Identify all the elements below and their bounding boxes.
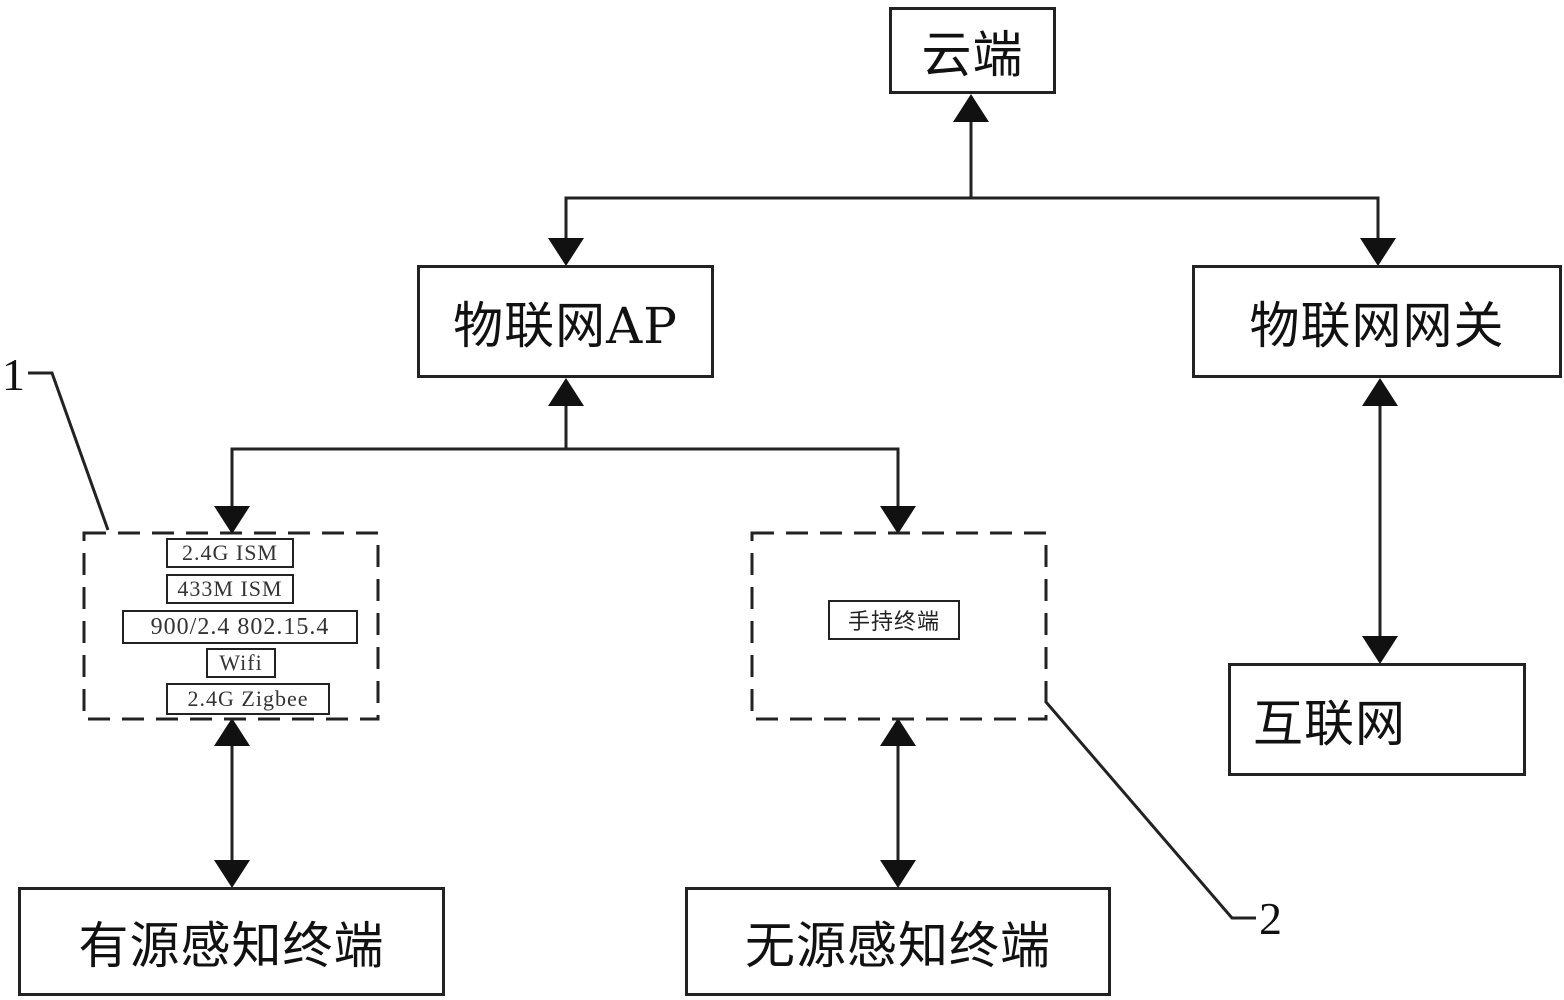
protocol-chip: 2.4G ISM (166, 538, 294, 568)
arrowhead-ap-bottom (548, 378, 584, 406)
arrowhead-internet-top (1362, 636, 1398, 664)
node-iot-gateway-label: 物联网网关 (1249, 296, 1505, 355)
node-internet-label: 互联网 (1253, 694, 1406, 753)
ap-bus-line (230, 447, 900, 508)
cloud-bus-line (564, 196, 1380, 240)
leader-line-1 (28, 371, 110, 531)
group-1-protocols: 2.4G ISM 433M ISM 900/2.4 802.15.4 Wifi … (84, 533, 378, 719)
arrowhead-gateway-bottom (1362, 378, 1398, 406)
handheld-terminal-label: 手持终端 (847, 610, 940, 635)
group-1-dashed-border (82, 531, 380, 721)
node-cloud: 云端 (889, 7, 1056, 94)
node-iot-ap-label: 物联网AP (453, 296, 678, 355)
node-active-terminal: 有源感知终端 (18, 887, 445, 996)
protocol-chip: 2.4G Zigbee (166, 683, 330, 715)
node-iot-ap: 物联网AP (417, 265, 714, 378)
node-passive-terminal-label: 无源感知终端 (745, 916, 1051, 975)
reference-numeral-1: 1 (2, 349, 25, 400)
node-internet: 互联网 (1228, 663, 1526, 776)
node-iot-gateway: 物联网网关 (1192, 265, 1562, 378)
protocol-label: 2.4G Zigbee (187, 686, 309, 711)
arrowhead-group2-bottom (880, 718, 916, 746)
protocol-chip: 433M ISM (166, 574, 294, 604)
arrowhead-group1-bottom (214, 718, 250, 746)
group-2-dashed-border (750, 531, 1048, 721)
node-active-terminal-label: 有源感知终端 (78, 916, 385, 975)
node-passive-terminal: 无源感知终端 (685, 887, 1111, 996)
protocol-label: 900/2.4 802.15.4 (150, 613, 330, 640)
arrowhead-gateway-top (1360, 238, 1396, 266)
arrowhead-group1-top (214, 506, 250, 534)
protocol-label: Wifi (219, 650, 263, 675)
arrowhead-active-top (214, 860, 250, 888)
protocol-chip: 900/2.4 802.15.4 (122, 610, 358, 644)
protocol-label: 2.4G ISM (181, 540, 278, 565)
protocol-chip: Wifi (206, 648, 276, 678)
reference-numeral-2: 2 (1259, 893, 1282, 944)
node-cloud-label: 云端 (921, 25, 1024, 84)
arrowhead-ap-top (548, 238, 584, 266)
group-2-handheld: 手持终端 (752, 533, 1046, 719)
leader-line-2 (1044, 701, 1256, 920)
protocol-label: 433M ISM (177, 576, 283, 601)
arrowhead-passive-top (880, 860, 916, 888)
arrowhead-cloud (953, 94, 989, 122)
arrowhead-group2-top (880, 506, 916, 534)
handheld-terminal-chip: 手持终端 (828, 600, 960, 640)
